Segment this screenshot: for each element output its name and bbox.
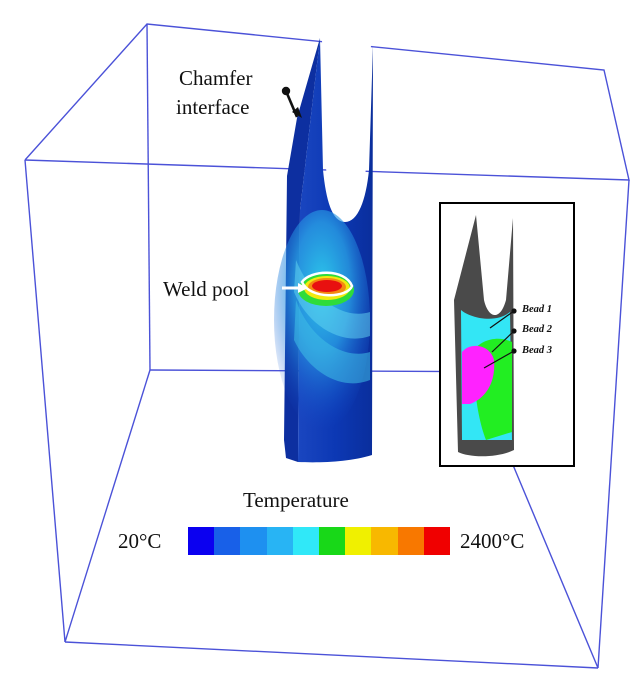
weld-pool-outline: [300, 271, 354, 297]
inset-bead-leaders: [483, 310, 515, 369]
box-edge-left: [24, 159, 66, 643]
box-edge-back-right: [512, 464, 599, 669]
bead-2-label: Bead 2: [522, 324, 553, 335]
box-top-face: [24, 23, 630, 181]
box-edge-right: [597, 179, 630, 669]
box-edge-back-diag: [64, 369, 151, 643]
inset-bead-3: [462, 345, 495, 404]
legend-swatch: [240, 527, 267, 555]
chamfer-groove: [322, 40, 371, 212]
legend-min-label: 20°C: [118, 529, 162, 553]
inset-panel: [439, 202, 575, 467]
legend-swatch: [345, 527, 372, 555]
bead-2-dot: [511, 328, 517, 334]
legend-swatch: [266, 527, 293, 555]
legend-title: Temperature: [243, 488, 349, 512]
legend-swatch: [371, 527, 398, 555]
weld-pool-label: Weld pool: [163, 277, 250, 301]
weld-pool-arrow: [282, 283, 308, 293]
temperature-color-bar: [188, 527, 451, 555]
bead-3-label: Bead 3: [522, 345, 553, 356]
legend-swatch: [319, 527, 346, 555]
weld-pool-core: [312, 280, 342, 292]
box-edge-back-left: [146, 23, 151, 371]
weld-plate: [274, 38, 373, 463]
legend-swatch: [292, 527, 320, 555]
bead-3-dot: [511, 348, 517, 354]
heat-band-2: [294, 260, 370, 339]
legend-max-label: 2400°C: [460, 529, 525, 553]
chamfer-leader: [281, 86, 302, 118]
legend-swatch: [397, 527, 424, 555]
inset-groove: [478, 218, 511, 310]
legend-swatch: [188, 527, 215, 555]
heat-band-1: [294, 300, 370, 384]
legend-swatch: [423, 527, 451, 555]
chamfer-label-line2: interface: [176, 95, 250, 119]
bead-1-label: Bead 1: [522, 304, 553, 315]
legend-swatch: [214, 527, 241, 555]
bead-1-dot: [511, 308, 517, 314]
chamfer-leader-arrow: [292, 107, 302, 118]
box-edge-bottom: [64, 641, 599, 669]
chamfer-label-line1: Chamfer: [179, 66, 253, 90]
